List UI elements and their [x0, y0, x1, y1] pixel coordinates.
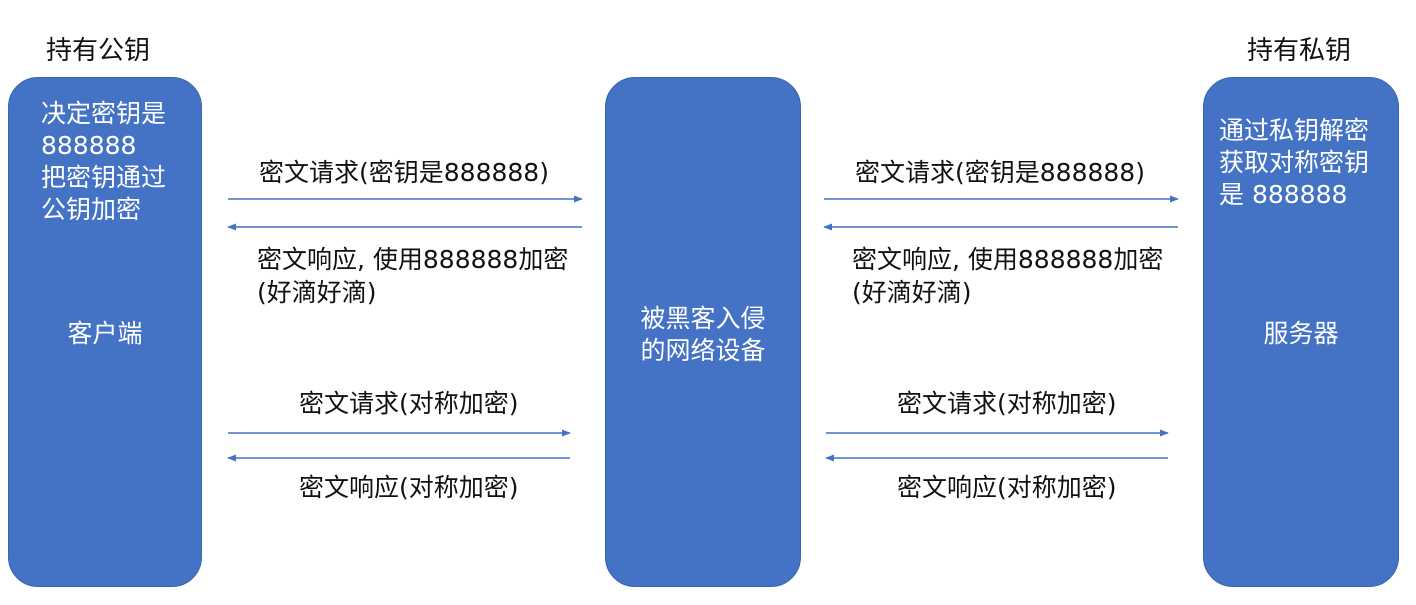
right-response-2-label: 密文响应(对称加密)	[897, 473, 1117, 502]
left-request-2-label: 密文请求(对称加密)	[299, 389, 519, 418]
right-request-2-label: 密文请求(对称加密)	[897, 389, 1117, 418]
left-response-2-label: 密文响应(对称加密)	[299, 473, 519, 502]
right-request-1-label: 密文请求(密钥是888888)	[855, 158, 1145, 187]
left-response-1-label: 密文响应, 使用888888加密 (好滴好滴)	[257, 245, 569, 307]
server-key-label: 持有私钥	[1247, 36, 1352, 66]
left-request-1-label: 密文请求(密钥是888888)	[259, 158, 549, 187]
server-note: 通过私钥解密 获取对称密钥 是 888888	[1219, 116, 1370, 209]
client-box: 决定密钥是 888888 把密钥通过 公钥加密 客户端	[8, 77, 202, 587]
client-note: 决定密钥是 888888 把密钥通过 公钥加密	[41, 99, 167, 224]
compromised-device-name: 被黑客入侵 的网络设备	[640, 304, 766, 365]
server-name: 服务器	[1263, 319, 1339, 348]
right-response-1-label: 密文响应, 使用888888加密 (好滴好滴)	[852, 245, 1164, 307]
client-name: 客户端	[67, 319, 143, 348]
server-box: 通过私钥解密 获取对称密钥 是 888888 服务器	[1203, 77, 1399, 587]
client-key-label: 持有公钥	[46, 36, 151, 66]
compromised-device-box: 被黑客入侵 的网络设备	[605, 77, 801, 587]
